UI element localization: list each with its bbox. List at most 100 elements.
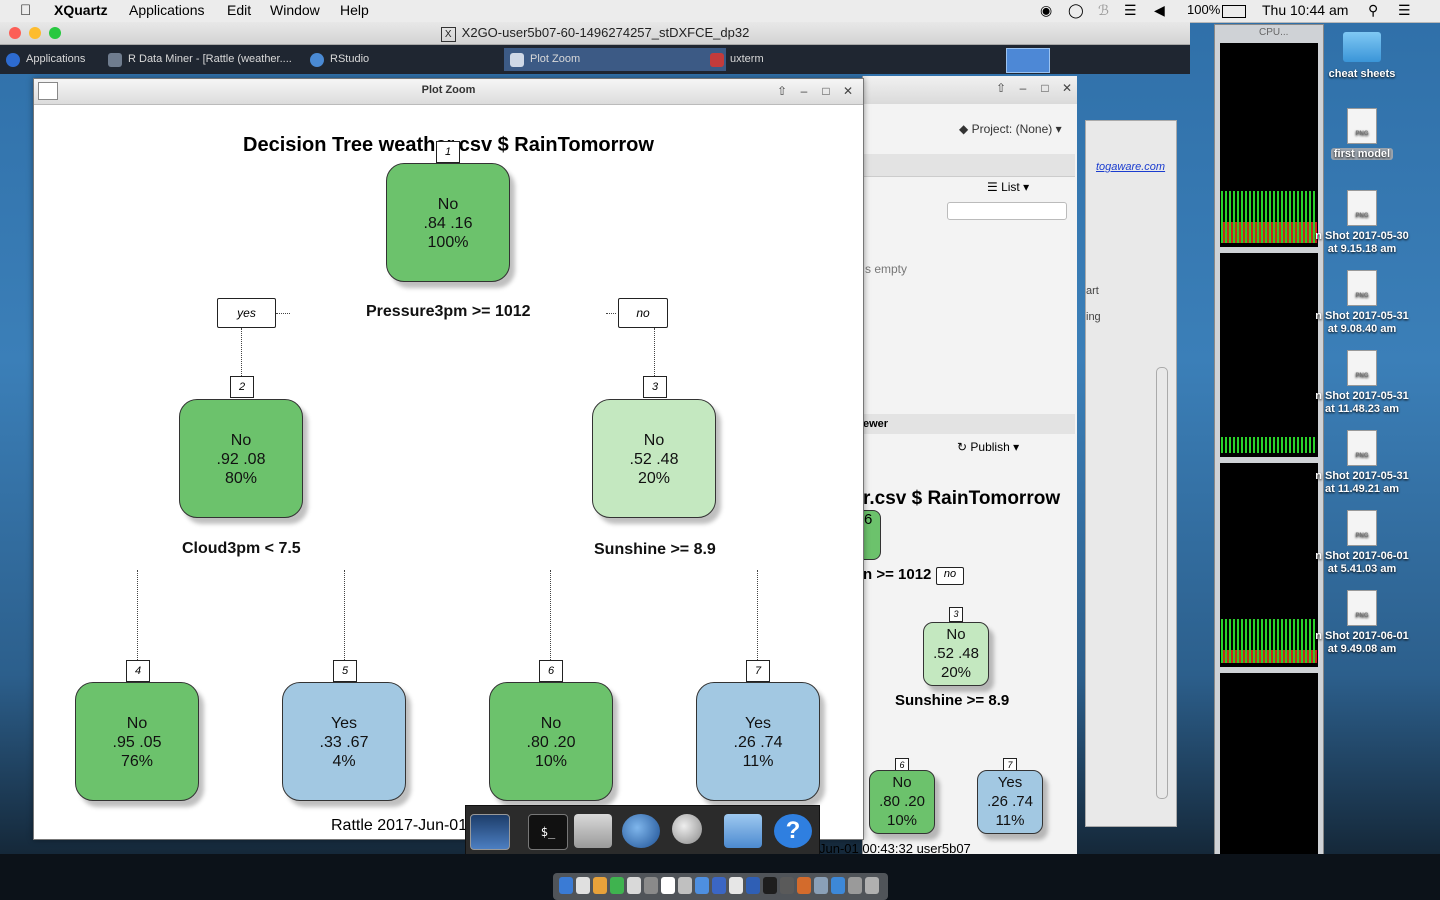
png-file-icon [1347,430,1377,466]
help-icon[interactable]: ? [774,814,812,848]
node-id-4: 4 [126,660,150,682]
close-icon[interactable] [9,27,21,39]
maximize-icon[interactable]: □ [1041,81,1049,95]
desktop-file-screenshot[interactable]: n Shot 2017-05-31 at 11.48.23 am [1312,350,1412,416]
dock-app-icon[interactable] [627,877,641,894]
dock-app-icon[interactable] [576,877,590,894]
battery-percent[interactable]: 100% [1187,2,1221,17]
dock-app-icon[interactable] [644,877,658,894]
workspace-switcher[interactable] [1006,48,1050,73]
dock-app-icon[interactable] [814,877,828,894]
task-plot-zoom[interactable]: Plot Zoom [504,48,726,71]
volume-icon[interactable]: ◀ [1154,2,1165,18]
terminal-icon[interactable]: $_ [528,814,568,850]
list-view-dropdown[interactable]: ☰ List ▾ [987,180,1030,194]
desktop-file-screenshot[interactable]: n Shot 2017-06-01 at 9.49.08 am [1312,590,1412,656]
task-applications[interactable]: Applications [0,48,126,71]
preview-node-probs: .80 .20 [879,793,925,810]
menu-edit[interactable]: Edit [227,2,252,18]
zoom-icon[interactable] [49,27,61,39]
plot-zoom-window: Plot Zoom ⇧ – □ ✕ Decision Tree weather.… [33,78,864,840]
xfce-panel: Applications R Data Miner - [Rattle (wea… [0,45,1190,74]
task-rattle[interactable]: R Data Miner - [Rattle (weather.... [102,48,326,71]
desktop-folder-cheat-sheets[interactable]: cheat sheets [1312,32,1412,81]
up-icon[interactable]: ⇧ [995,81,1007,95]
desktop-file-screenshot[interactable]: n Shot 2017-05-31 at 11.49.21 am [1312,430,1412,496]
desktop-file-screenshot[interactable]: n Shot 2017-05-30 at 9.15.18 am [1312,190,1412,256]
dock-app-icon[interactable] [712,877,726,894]
dock-app-icon[interactable] [763,877,777,894]
task-rstudio[interactable]: RStudio [304,48,520,71]
desktop-icon[interactable] [470,814,510,850]
up-icon[interactable]: ⇧ [776,84,788,98]
menu-app-name[interactable]: XQuartz [54,2,108,18]
plot-zoom-title: Plot Zoom [421,84,476,96]
desktop-item-label: n Shot 2017-05-31 at 11.49.21 am [1315,470,1409,495]
dock-app-icon[interactable] [559,877,573,894]
dock-app-icon[interactable] [661,877,675,894]
node-class: No [230,432,252,449]
env-search-input[interactable] [947,202,1067,220]
desktop-file-screenshot[interactable]: n Shot 2017-05-31 at 9.08.40 am [1312,270,1412,336]
wifi-icon[interactable]: ☰ [1124,2,1137,18]
publish-button[interactable]: ↻ Publish ▾ [957,440,1020,454]
png-file-icon [1347,270,1377,306]
togaware-link[interactable]: togaware.com [1096,161,1166,173]
home-folder-icon[interactable] [574,814,612,848]
node-class: No [540,715,562,732]
dock-app-icon[interactable] [678,877,692,894]
desktop-item-label: n Shot 2017-05-31 at 9.08.40 am [1315,310,1409,335]
preview-node-id: 3 [949,607,963,622]
split-label-node3: Sunshine >= 8.9 [594,541,716,558]
scrollbar[interactable] [1156,367,1168,799]
minimize-icon[interactable] [29,27,41,39]
close-icon[interactable]: ✕ [1061,81,1073,95]
viewer-tab[interactable]: ewer [863,414,1075,434]
browser-icon[interactable] [622,814,660,848]
dock-app-icon[interactable] [729,877,743,894]
dock-app-icon[interactable] [610,877,624,894]
cpu-monitor: CPU... [1214,24,1324,876]
task-uxterm[interactable]: uxterm [704,48,926,71]
dock-app-icon[interactable] [831,877,845,894]
dock-app-icon[interactable] [695,877,709,894]
node-id-7: 7 [746,660,770,682]
bluetooth-icon[interactable]: ℬ [1098,2,1110,18]
accessibility-icon[interactable]: ◯ [1068,2,1084,18]
dock-app-icon[interactable] [848,877,862,894]
camera-icon[interactable]: ◉ [1040,2,1053,18]
dock-app-icon[interactable] [780,877,794,894]
battery-icon[interactable] [1222,5,1246,18]
menu-applications[interactable]: Applications [129,2,205,18]
split-label-node2: Cloud3pm < 7.5 [182,540,301,557]
minimize-icon[interactable]: – [800,84,808,98]
dock-app-icon[interactable] [746,877,760,894]
dock-app-icon[interactable] [797,877,811,894]
desktop-file-screenshot[interactable]: n Shot 2017-06-01 at 5.41.03 am [1312,510,1412,576]
connector-dots [276,313,290,314]
maximize-icon[interactable]: □ [822,84,830,98]
menu-help[interactable]: Help [340,2,369,18]
preview-no-label: no [936,567,964,585]
cpu-graph-1 [1220,43,1318,247]
search-icon[interactable] [672,814,702,844]
notification-center-icon[interactable]: ☰ [1398,2,1411,18]
node-pct: 76% [120,753,154,770]
clock[interactable]: Thu 10:44 am [1262,2,1349,18]
window-menu-icon[interactable] [38,82,58,100]
menu-window[interactable]: Window [270,2,320,18]
desktop-file-first-model[interactable]: first model [1312,108,1412,161]
spotlight-icon[interactable]: ⚲ [1368,2,1379,18]
project-menu[interactable]: ◆ Project: (None) ▾ [959,122,1062,136]
dock-app-icon[interactable] [593,877,607,894]
close-icon[interactable]: ✕ [842,84,854,98]
dock-app-icon[interactable] [865,877,879,894]
node-pct: 100% [427,234,469,251]
minimize-icon[interactable]: – [1019,81,1027,95]
folder-icon[interactable] [724,814,762,848]
desktop-item-label: cheat sheets [1328,68,1396,80]
node-class: No [643,432,665,449]
apple-icon[interactable]:  [20,2,31,19]
